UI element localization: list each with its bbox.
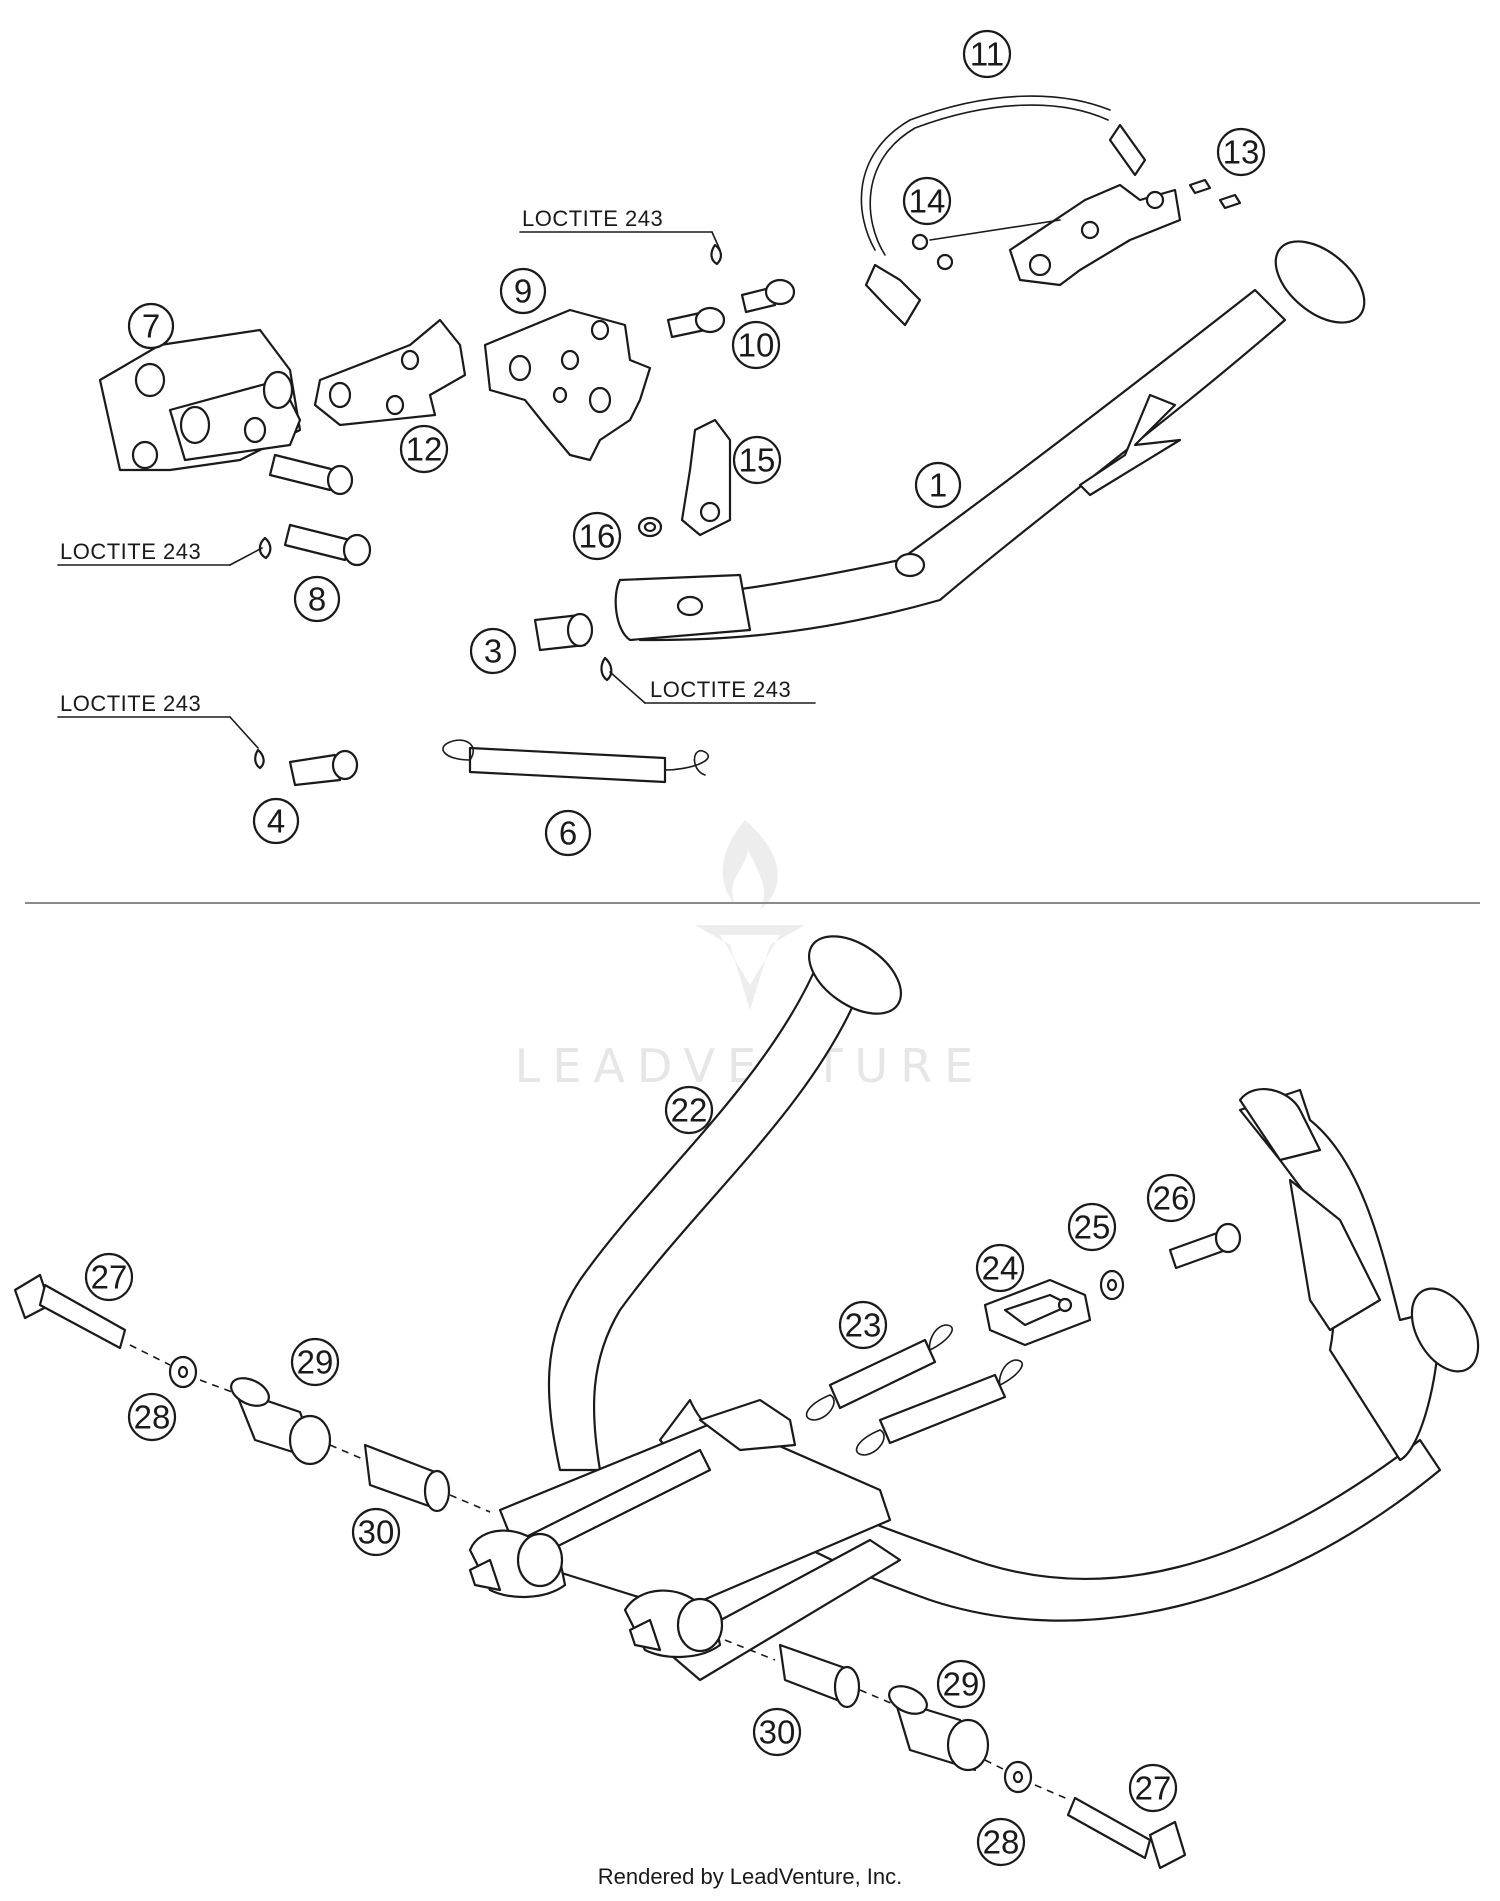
callout-28-left: 28 [127, 1392, 177, 1442]
switch-cable-11 [860, 95, 1147, 327]
svg-text:24: 24 [982, 1250, 1019, 1287]
loctite-note-3: LOCTITE 243 [650, 677, 791, 702]
callout-14: 14 [902, 176, 952, 226]
svg-text:13: 13 [1223, 134, 1260, 171]
callout-22: 22 [664, 1085, 714, 1135]
svg-text:25: 25 [1074, 1209, 1111, 1246]
svg-text:22: 22 [671, 1092, 708, 1129]
callout-3: 3 [469, 627, 517, 675]
callout-8: 8 [293, 575, 341, 623]
bolt-4 [254, 748, 359, 787]
svg-text:12: 12 [406, 431, 443, 468]
svg-text:6: 6 [559, 815, 577, 852]
side-stand-leg [614, 240, 1366, 642]
nuts-14 [911, 219, 1061, 271]
callout-27-right: 27 [1128, 1763, 1178, 1813]
loctite-note-1: LOCTITE 243 [522, 206, 663, 231]
callout-12: 12 [399, 424, 449, 474]
svg-text:29: 29 [297, 1344, 334, 1381]
svg-text:26: 26 [1153, 1180, 1190, 1217]
washer-25 [1099, 1269, 1125, 1301]
svg-text:15: 15 [739, 442, 776, 479]
callout-1: 1 [914, 461, 962, 509]
callout-27-left: 27 [84, 1252, 134, 1302]
svg-text:27: 27 [91, 1259, 128, 1296]
loctite-note-4: LOCTITE 243 [60, 691, 201, 716]
svg-text:23: 23 [845, 1307, 882, 1344]
callout-7: 7 [127, 302, 175, 350]
callout-25: 25 [1067, 1202, 1117, 1252]
watermark-v-logo-icon [695, 925, 805, 1010]
svg-text:27: 27 [1135, 1770, 1172, 1807]
svg-text:4: 4 [267, 803, 285, 840]
callout-10: 10 [731, 320, 781, 370]
springs-23 [805, 1324, 1023, 1456]
callout-26: 26 [1146, 1173, 1196, 1223]
callout-28-right: 28 [976, 1817, 1026, 1867]
callout-30-right: 30 [752, 1707, 802, 1757]
washer-16 [637, 516, 663, 538]
svg-text:1: 1 [929, 467, 947, 504]
bolts-10 [666, 243, 796, 339]
callout-6: 6 [544, 809, 592, 857]
plate-9 [483, 308, 652, 462]
main-stand-frame [468, 935, 1480, 1682]
svg-text:29: 29 [943, 1666, 980, 1703]
callout-30-left: 30 [351, 1507, 401, 1557]
svg-text:14: 14 [909, 183, 946, 220]
watermark: LEADVENTURE [515, 820, 973, 1093]
callout-15: 15 [732, 435, 782, 485]
loctite-note-2: LOCTITE 243 [60, 539, 201, 564]
callout-9: 9 [499, 267, 547, 315]
spring-6 [442, 739, 709, 784]
side-stand-section: LOCTITE 243 LOCTITE 243 LOCTITE 243 LOCT… [57, 29, 1366, 857]
callout-11: 11 [962, 29, 1012, 79]
callout-24: 24 [975, 1243, 1025, 1293]
callout-29-right: 29 [936, 1659, 986, 1709]
svg-text:30: 30 [358, 1514, 395, 1551]
bracket-24 [983, 1278, 1092, 1347]
bracket-12 [313, 318, 467, 427]
right-hardware [724, 1639, 1187, 1870]
callout-16: 16 [572, 511, 622, 561]
callout-23: 23 [838, 1300, 888, 1350]
svg-text:10: 10 [738, 327, 775, 364]
svg-text:30: 30 [759, 1714, 796, 1751]
bracket-7 [98, 328, 302, 472]
main-stand-section: 22 23 24 25 26 27 28 29 30 30 29 28 27 [13, 935, 1480, 1870]
left-hardware [13, 1273, 491, 1513]
svg-text:9: 9 [514, 273, 532, 310]
svg-text:7: 7 [142, 308, 160, 345]
switch-bracket-13 [1008, 178, 1242, 287]
svg-text:28: 28 [134, 1399, 171, 1436]
callout-4: 4 [252, 797, 300, 845]
bolts-8 [258, 453, 372, 567]
sensor-15 [680, 418, 732, 537]
loctite-leaders [57, 231, 816, 749]
svg-text:28: 28 [983, 1824, 1020, 1861]
callout-13: 13 [1216, 127, 1266, 177]
bolt-26 [1168, 1222, 1242, 1270]
watermark-flame-icon [722, 820, 778, 910]
svg-text:16: 16 [579, 518, 616, 555]
svg-text:3: 3 [484, 633, 502, 670]
svg-text:8: 8 [308, 581, 326, 618]
pin [533, 612, 613, 682]
svg-text:11: 11 [970, 36, 1004, 73]
callout-29-left: 29 [290, 1337, 340, 1387]
footer-credit: Rendered by LeadVenture, Inc. [598, 1864, 903, 1889]
